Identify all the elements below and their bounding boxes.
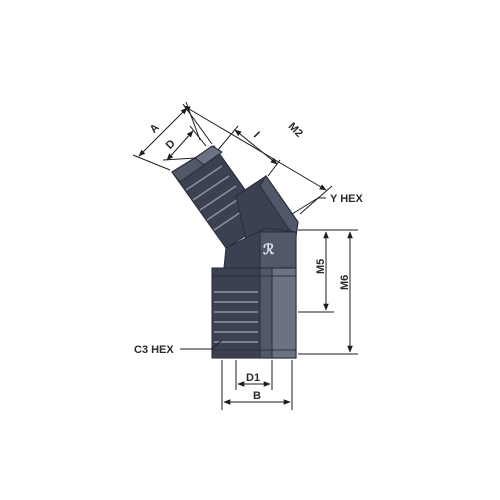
dimension-m5: M5 [298, 229, 334, 313]
dimensions: A D I M2 Y HEX [132, 101, 363, 410]
dimension-c3-hex: C3 HEX [134, 339, 223, 356]
dimension-b: B [221, 360, 293, 410]
label-m5: M5 [315, 259, 327, 274]
label-m2: M2 [286, 121, 305, 140]
dimension-y-hex: Y HEX [291, 193, 363, 215]
label-a: A [148, 122, 162, 136]
r-logo-icon: ℛ [263, 242, 275, 258]
dimension-d1: D1 [235, 360, 273, 390]
label-y-hex: Y HEX [330, 193, 363, 205]
label-c3-hex: C3 HEX [134, 344, 174, 356]
label-d1: D1 [246, 372, 260, 384]
label-m6: M6 [339, 275, 351, 290]
label-i: I [251, 130, 262, 141]
swivel-nut [211, 267, 297, 359]
label-b: B [253, 390, 261, 402]
fitting-body: ℛ [171, 145, 299, 359]
dimension-m6: M6 [298, 229, 358, 355]
